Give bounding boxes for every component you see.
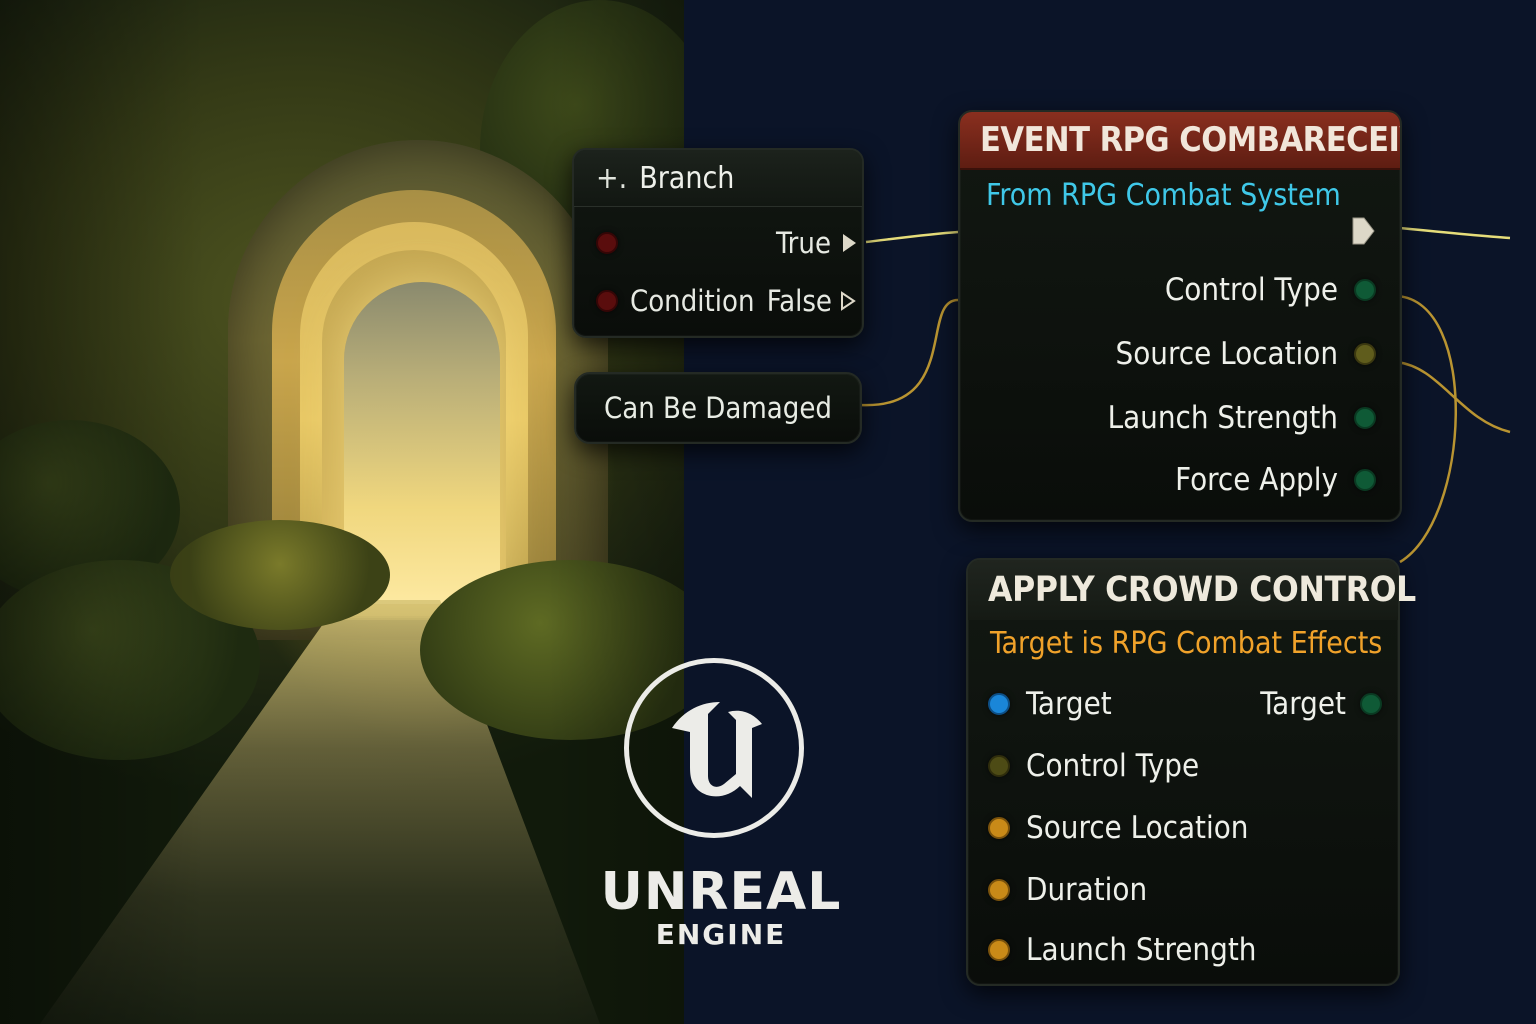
branch-node[interactable]: +. Branch True Condition False [572,148,864,338]
event-pin-label: Control Type [1164,272,1338,308]
pin-icon[interactable] [988,755,1010,777]
crowd-input-source-location[interactable]: Source Location [988,810,1248,846]
event-pin-force-apply[interactable]: Force Apply [1175,462,1376,498]
can-be-damaged-label: Can Be Damaged [604,391,832,425]
vignette [0,0,684,1024]
pin-icon[interactable] [988,939,1010,961]
branch-condition-row: Condition [596,284,755,318]
true-label: True [776,226,831,260]
crowd-input-label: Source Location [1026,810,1249,846]
event-pin-label: Force Apply [1175,462,1338,498]
event-pin-label: Launch Strength [1107,400,1338,436]
exec-out-pin-icon[interactable] [1350,216,1376,246]
unreal-engine-logo-icon [672,702,762,798]
pin-icon[interactable] [1354,469,1376,491]
data-wire-source-location[interactable] [1395,360,1511,434]
crowd-input-target[interactable]: Target [988,686,1112,722]
crowd-node-header[interactable]: APPLY CROWD CONTROL [968,560,1416,620]
branch-exec-in-pin[interactable] [596,232,618,254]
exec-wire-true-to-event[interactable] [865,230,959,244]
crowd-input-label: Duration [1026,872,1148,908]
crowd-input-label: Launch Strength [1026,932,1257,968]
crowd-input-label: Target [1026,686,1112,722]
event-pin-launch-strength[interactable]: Launch Strength [1108,400,1376,436]
crowd-input-control-type[interactable]: Control Type [988,748,1199,784]
event-node-title: EVENT RPG COMBARECEIVED [980,120,1400,160]
pin-icon[interactable] [1354,407,1376,429]
logo-ring [624,658,804,838]
exec-in-pin-icon[interactable] [596,232,618,254]
crowd-output-target[interactable]: Target [1260,686,1382,722]
data-wire-damaged-to-condition[interactable] [859,298,959,407]
exec-wire-event-out[interactable] [1399,226,1511,240]
condition-pin-icon[interactable] [596,290,618,312]
logo-wordmark: UNREAL [600,862,842,922]
pin-icon[interactable] [988,879,1010,901]
pin-icon[interactable] [1354,343,1376,365]
crowd-input-label: Control Type [1026,748,1200,784]
event-pin-source-location[interactable]: Source Location [1116,336,1376,372]
can-be-damaged-node[interactable]: Can Be Damaged [574,372,862,444]
data-wire-control-type[interactable] [1395,294,1457,564]
branch-node-header[interactable]: +. Branch [574,150,862,207]
unreal-engine-logo: UNREAL ENGINE [580,654,870,954]
pin-icon[interactable] [1360,693,1382,715]
crowd-input-duration[interactable]: Duration [988,872,1147,908]
crowd-node-title: APPLY CROWD CONTROL [988,570,1416,610]
pin-icon[interactable] [1354,279,1376,301]
event-pin-control-type[interactable]: Control Type [1165,272,1376,308]
false-label: False [766,284,832,318]
condition-label: Condition [630,284,755,318]
branch-true-row: True [776,226,856,260]
event-node-header[interactable]: EVENT RPG COMBARECEIVED [960,112,1400,170]
event-node-subtitle: From RPG Combat System [986,178,1341,213]
branch-false-row: False [767,284,856,318]
true-exec-pin-icon[interactable] [843,234,856,252]
false-exec-pin-icon[interactable] [840,291,856,311]
branch-node-title: Branch [639,160,735,196]
background-artwork-stone-archway [0,0,684,1024]
crowd-input-launch-strength[interactable]: Launch Strength [988,932,1256,968]
event-pin-label: Source Location [1115,336,1338,372]
crowd-output-label: Target [1260,686,1346,722]
branch-plus-icon: +. [596,160,628,196]
event-exec-out-pin[interactable] [1350,216,1376,250]
foliage [170,520,390,630]
crowd-node-subtitle: Target is RPG Combat Effects [990,626,1383,661]
event-rpg-combat-received-node[interactable]: EVENT RPG COMBARECEIVED From RPG Combat … [958,110,1402,522]
pin-icon[interactable] [988,693,1010,715]
pin-icon[interactable] [988,817,1010,839]
logo-subword: ENGINE [655,918,787,951]
apply-crowd-control-node[interactable]: APPLY CROWD CONTROL Target is RPG Combat… [966,558,1416,986]
